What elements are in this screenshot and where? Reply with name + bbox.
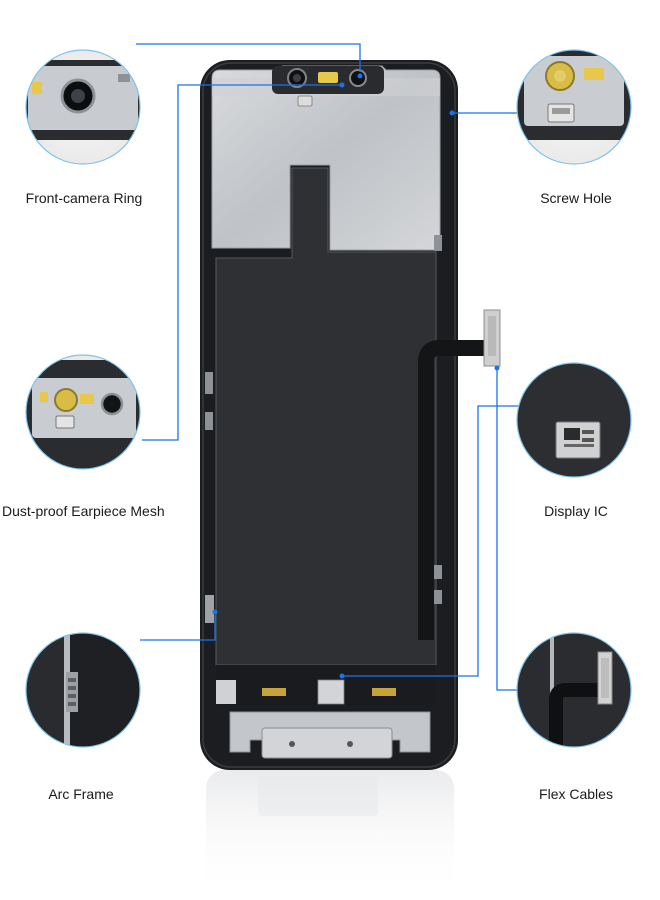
leader-lines <box>136 43 520 691</box>
callout-circle-screw-hole <box>516 49 632 165</box>
flex-cable <box>418 309 501 640</box>
bottom-connector-area <box>216 665 436 759</box>
caption-dust-proof-earpiece-mesh: Dust-proof Earpiece Mesh <box>2 503 165 519</box>
display-panel <box>200 60 501 770</box>
frame-clip-icon <box>26 633 140 747</box>
flex-cable-icon <box>517 633 631 747</box>
caption-screw-hole: Screw Hole <box>540 190 612 206</box>
left-frame-clips <box>205 372 214 623</box>
right-frame-clips <box>434 235 442 604</box>
caption-flex-cables: Flex Cables <box>539 786 613 802</box>
callout-circle-earpiece-mesh <box>25 354 141 470</box>
top-metal-shield <box>211 65 441 251</box>
callout-circle-display-ic <box>516 362 632 478</box>
panel-reflection <box>206 770 454 900</box>
front-camera-icon <box>26 60 140 140</box>
caption-display-ic: Display IC <box>544 503 608 519</box>
caption-arc-frame: Arc Frame <box>48 786 114 802</box>
camera-cutout <box>272 66 384 107</box>
caption-front-camera-ring: Front-camera Ring <box>25 190 143 206</box>
callout-circle-front-camera <box>25 49 141 165</box>
mesh-icon <box>26 360 140 469</box>
screw-hole-icon <box>517 50 631 140</box>
chip-icon <box>517 363 631 477</box>
callout-circle-arc-frame <box>25 632 141 748</box>
callout-circle-flex-cables <box>516 632 632 748</box>
